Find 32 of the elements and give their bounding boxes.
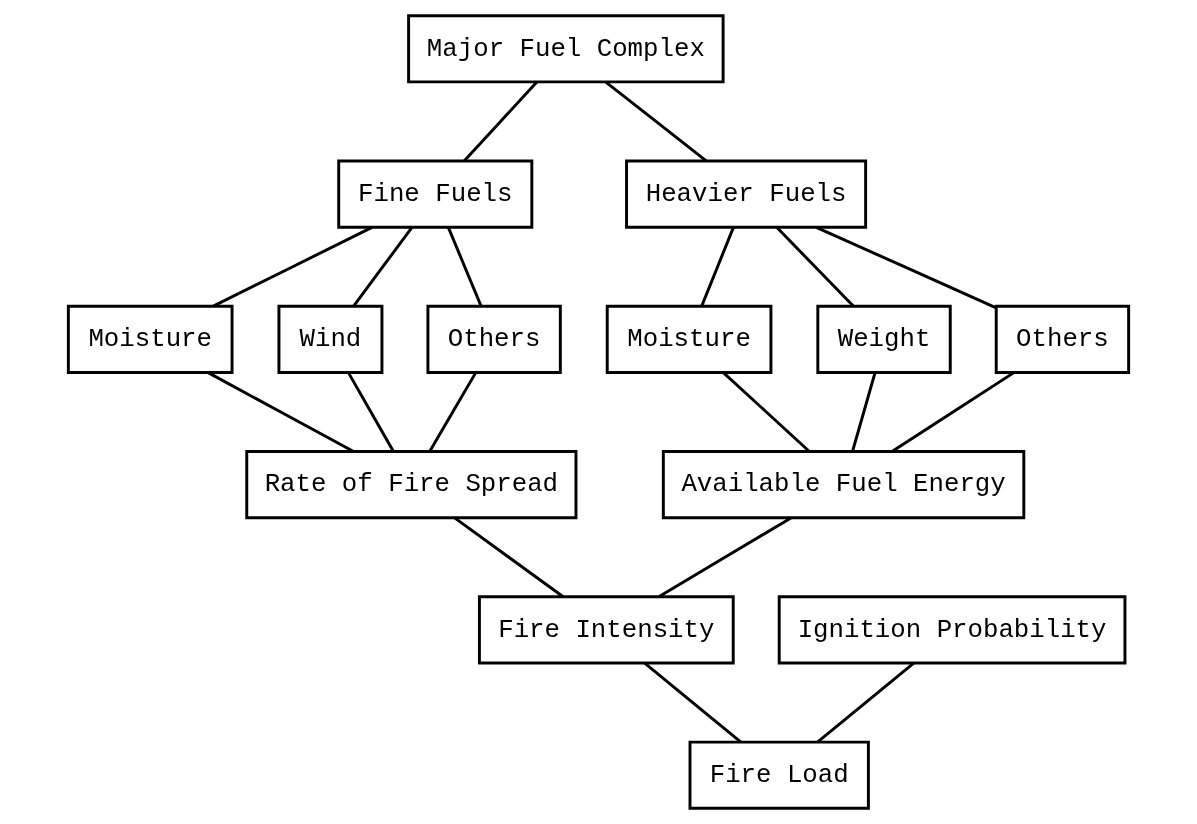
node-box: Moisture [605,304,773,374]
node-box: Available Fuel Energy [661,450,1026,520]
node-box: Ignition Probability [777,595,1127,665]
node-box: Others [426,304,562,374]
connector [352,226,414,308]
connector [700,226,735,307]
node-box: Weight [816,304,952,374]
connector [722,371,811,453]
node-box: Others [994,304,1131,374]
connector [775,226,855,308]
node-box: Fire Intensity [477,595,735,665]
connector [453,516,565,598]
node-box: Wind [277,304,384,374]
connector [207,371,355,453]
node-box: Fine Fuels [337,159,534,229]
connector [446,226,483,307]
connector [212,226,373,308]
node-box: Heavier Fuels [625,159,868,229]
connector [816,662,915,744]
connector [851,372,877,452]
connector [643,662,742,744]
connector [891,371,1015,453]
node-box: Fire Load [688,740,870,810]
node-box: Moisture [66,304,234,374]
node-box: Rate of Fire Spread [245,450,578,520]
connector [463,81,538,162]
connector [604,80,708,163]
node-box: Major Fuel Complex [407,14,725,84]
connector [658,516,792,599]
connector [428,371,478,453]
connector [347,371,395,453]
connector [815,226,997,310]
